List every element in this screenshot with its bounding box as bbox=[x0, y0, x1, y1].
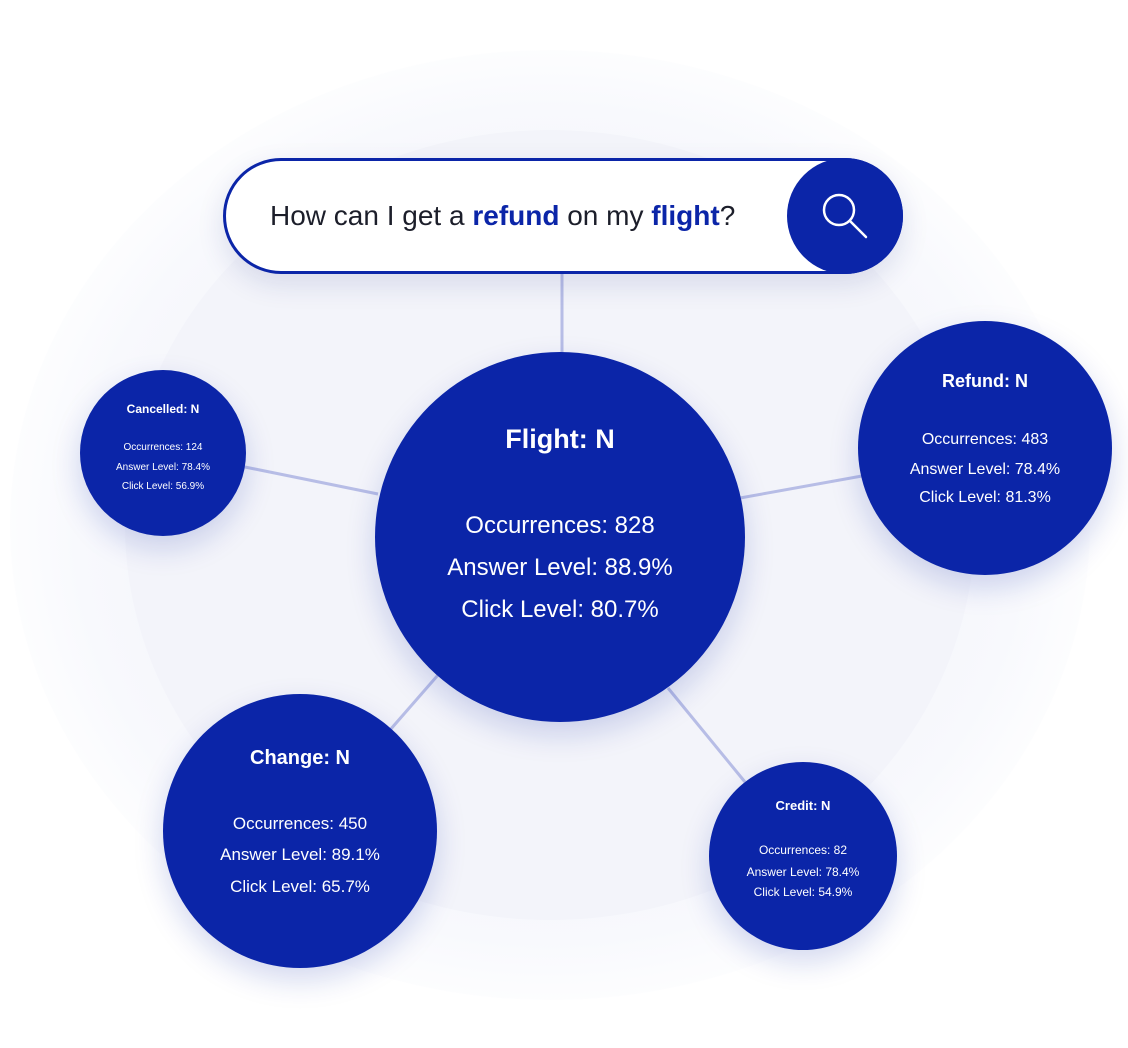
node-click-level: Click Level: 65.7% bbox=[230, 877, 370, 896]
node-change[interactable]: Change: N Occurrences: 450 Answer Level:… bbox=[163, 694, 437, 968]
node-answer-level: Answer Level: 78.4% bbox=[746, 865, 860, 879]
node-occurrences: Occurrences: 828 bbox=[465, 512, 655, 539]
node-title: Cancelled: N bbox=[126, 402, 200, 416]
node-title: Change: N bbox=[250, 747, 350, 769]
connector-flight-refund bbox=[739, 474, 863, 500]
node-click-level: Click Level: 56.9% bbox=[121, 481, 205, 492]
node-answer-level: Answer Level: 78.4% bbox=[909, 461, 1061, 478]
node-title: Refund: N bbox=[942, 371, 1028, 391]
node-occurrences: Occurrences: 82 bbox=[758, 843, 848, 857]
node-occurrences: Occurrences: 450 bbox=[232, 814, 368, 833]
search-bar[interactable]: How can I get a refund on my flight? bbox=[223, 158, 903, 274]
node-click-level: Click Level: 81.3% bbox=[919, 489, 1051, 506]
connector-flight-cancelled bbox=[239, 464, 379, 496]
query-part: How can I get a bbox=[270, 200, 473, 231]
query-part: ? bbox=[719, 200, 736, 231]
node-title: Credit: N bbox=[775, 798, 831, 813]
node-click-level: Click Level: 80.7% bbox=[461, 596, 659, 623]
search-button[interactable] bbox=[787, 158, 903, 274]
node-click-level: Click Level: 54.9% bbox=[753, 885, 853, 899]
query-keyword-refund: refund bbox=[472, 200, 560, 231]
node-cancelled[interactable]: Cancelled: N Occurrences: 124 Answer Lev… bbox=[80, 370, 246, 536]
node-occurrences: Occurrences: 483 bbox=[921, 431, 1049, 448]
node-answer-level: Answer Level: 88.9% bbox=[447, 554, 673, 581]
query-part: on my bbox=[559, 200, 652, 231]
node-credit[interactable]: Credit: N Occurrences: 82 Answer Level: … bbox=[709, 762, 897, 950]
node-flight[interactable]: Flight: N Occurrences: 828 Answer Level:… bbox=[375, 352, 745, 722]
search-query[interactable]: How can I get a refund on my flight? bbox=[270, 161, 735, 271]
node-answer-level: Answer Level: 78.4% bbox=[116, 462, 210, 473]
query-keyword-flight: flight bbox=[651, 200, 720, 231]
node-refund[interactable]: Refund: N Occurrences: 483 Answer Level:… bbox=[858, 321, 1112, 575]
connector-flight-change bbox=[388, 674, 440, 731]
node-occurrences: Occurrences: 124 bbox=[123, 442, 203, 453]
connector-flight-credit bbox=[666, 687, 747, 783]
node-title: Flight: N bbox=[505, 424, 615, 454]
node-answer-level: Answer Level: 89.1% bbox=[220, 845, 380, 864]
search-icon bbox=[822, 193, 868, 239]
